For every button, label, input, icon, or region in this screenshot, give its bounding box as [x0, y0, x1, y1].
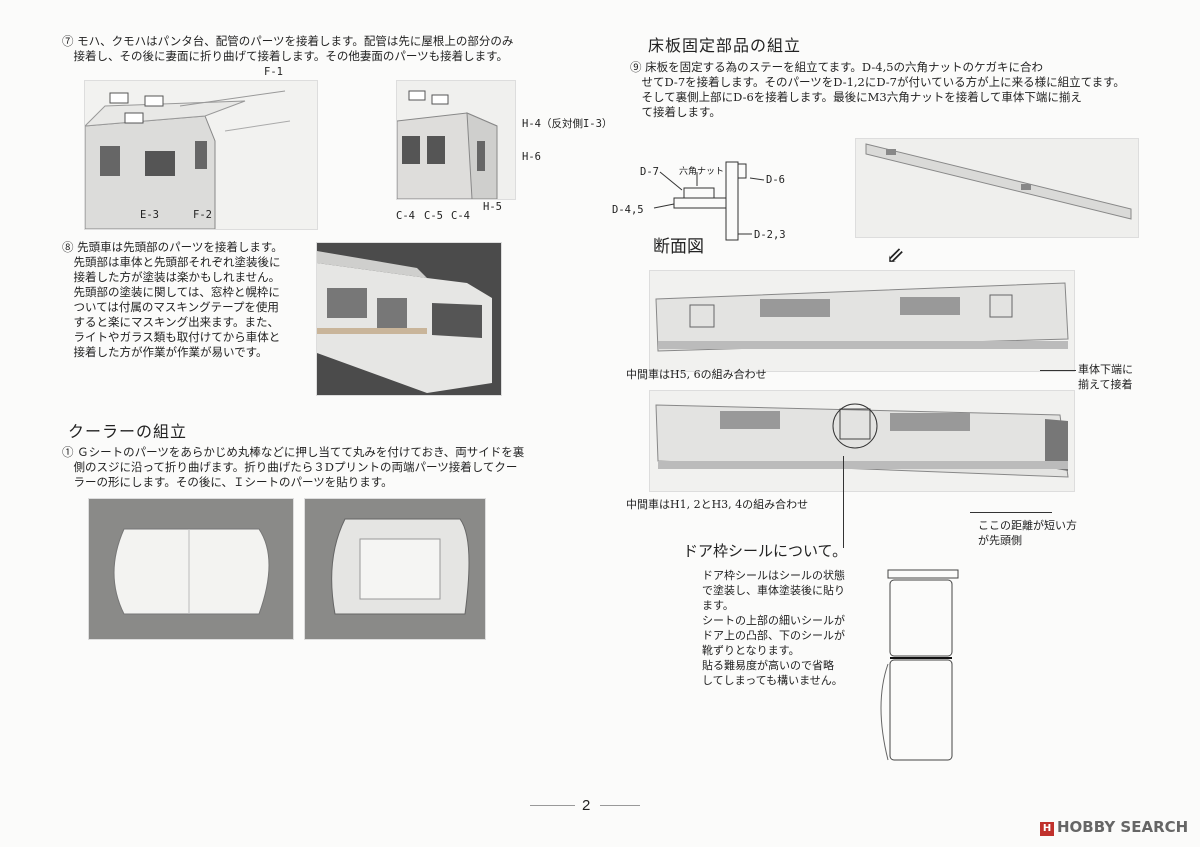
footer-rule-left — [530, 805, 575, 806]
car1-note: 車体下端に 揃えて接着 — [1078, 363, 1133, 391]
step7-text: ⑦ モハ、クモハはパンタ台、配管のパーツを接着します。配管は先に屋根上の部分のみ… — [62, 34, 514, 63]
label-d7: D-7 — [640, 166, 659, 178]
distance-arrow — [970, 512, 1052, 513]
step8-photo-front-car — [316, 242, 502, 396]
step8-text: ⑧ 先頭車は先頭部のパーツを接着します。 先頭部は車体と先頭部それぞれ塗装後に … — [62, 240, 283, 359]
hobby-search-logo-icon: H — [1040, 822, 1054, 836]
cooler-heading: クーラーの組立 — [68, 422, 188, 441]
hobby-search-logo-text: HOBBY SEARCH — [1057, 818, 1189, 836]
cross-section-diagram — [612, 150, 802, 260]
section-title: 断面図 — [653, 237, 704, 257]
down-arrow-icon: ⇙ — [886, 244, 905, 269]
label-f1: F-1 — [264, 66, 283, 78]
label-c4-a: C-4 — [396, 210, 415, 222]
car2-note: ここの距離が短い方 が先頭側 — [978, 519, 1077, 547]
cooler-photo-bottom — [304, 498, 486, 640]
label-c5: C-5 — [424, 210, 443, 222]
label-h4: H-4（反対側I-3） — [522, 118, 613, 130]
label-d23: D-2,3 — [754, 229, 786, 241]
car1-caption: 中間車はH5, 6の組み合わせ — [626, 368, 767, 381]
middle-car-photo-2 — [649, 390, 1075, 492]
car1-note-leader — [1040, 370, 1076, 371]
door-seal-text: ドア枠シールはシールの状態 で塗装し、車体塗装後に貼り ます。 シートの上部の細… — [702, 569, 845, 687]
label-h5: H-5 — [483, 201, 502, 213]
cooler-photo-top — [88, 498, 294, 640]
step7-photo-end-parts — [396, 80, 516, 200]
label-d6: D-6 — [766, 174, 785, 186]
middle-car-photo-1 — [649, 270, 1075, 372]
floor-text: ⑨ 床板を固定する為のステーを組立てます。D-4,5の六角ナットのケガキに合わ … — [630, 60, 1125, 119]
page-number: 2 — [582, 797, 591, 814]
label-c4-b: C-4 — [451, 210, 470, 222]
floor-stay-photo — [855, 138, 1139, 238]
car2-caption: 中間車はH1, 2とH3, 4の組み合わせ — [626, 498, 809, 511]
label-e3: E-3 — [140, 209, 159, 221]
step7-photo-roof-parts — [84, 80, 318, 230]
label-hex-nut: 六角ナット — [679, 167, 725, 177]
door-seal-heading: ドア枠シールについて。 — [683, 542, 848, 560]
floor-heading: 床板固定部品の組立 — [648, 36, 802, 55]
door-seal-diagram — [872, 564, 962, 768]
footer-rule-right — [600, 805, 640, 806]
label-h6: H-6 — [522, 151, 541, 163]
door-callout-leader — [843, 456, 844, 548]
label-f2: F-2 — [193, 209, 212, 221]
label-d45: D-4,5 — [612, 204, 644, 216]
cooler-text: ① Ｇシートのパーツをあらかじめ丸棒などに押し当てて丸みを付けておき、両サイドを… — [62, 445, 525, 489]
